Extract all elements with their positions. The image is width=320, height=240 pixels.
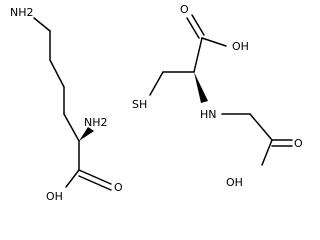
label-carboxyl-oxygen: O: [114, 181, 123, 194]
bond-n-c1: [33, 17, 51, 32]
bond-ch2-ccarboxyl: [249, 113, 273, 141]
label-bottom-hydroxyl: OH: [226, 176, 243, 189]
label-bottom-carbonyl-oxygen: O: [294, 137, 303, 150]
label-top-carbonyl-oxygen: O: [180, 3, 189, 16]
label-top-hydroxyl: OH: [232, 40, 249, 53]
bond-top-c-oh: [201, 37, 227, 47]
label-terminal-amine: NH2: [10, 6, 34, 19]
bond-top-c-o-double-2: [191, 14, 205, 36]
wedge-bond-calpha-amine: [79, 127, 94, 141]
bond-c-oh: [65, 169, 80, 188]
chemical-structure-diagram: NH2 NH2 OH O O OH SH HN O OH: [10, 3, 303, 203]
molecule-lysine: NH2 NH2 OH O: [10, 6, 123, 203]
bond-c-o-double-1: [78, 169, 112, 185]
bond-top-c-calpha: [193, 37, 203, 73]
bond-c2-c3: [49, 59, 65, 88]
molecule-cys-gly: O OH SH HN O OH: [132, 3, 303, 189]
bond-c-o-double-2: [78, 175, 112, 191]
bond-top-c-o-double-1: [186, 17, 200, 39]
label-secondary-amine: HN: [200, 108, 217, 121]
bond-ch2-s: [149, 71, 164, 96]
bond-c4-calpha: [63, 113, 80, 142]
label-carboxyl-hydroxyl: OH: [46, 190, 63, 203]
bond-bottom-c-oh: [261, 139, 273, 166]
label-thiol: SH: [132, 98, 147, 111]
wedge-bond-calpha-amine: [194, 72, 208, 103]
label-alpha-amine: NH2: [84, 116, 108, 129]
